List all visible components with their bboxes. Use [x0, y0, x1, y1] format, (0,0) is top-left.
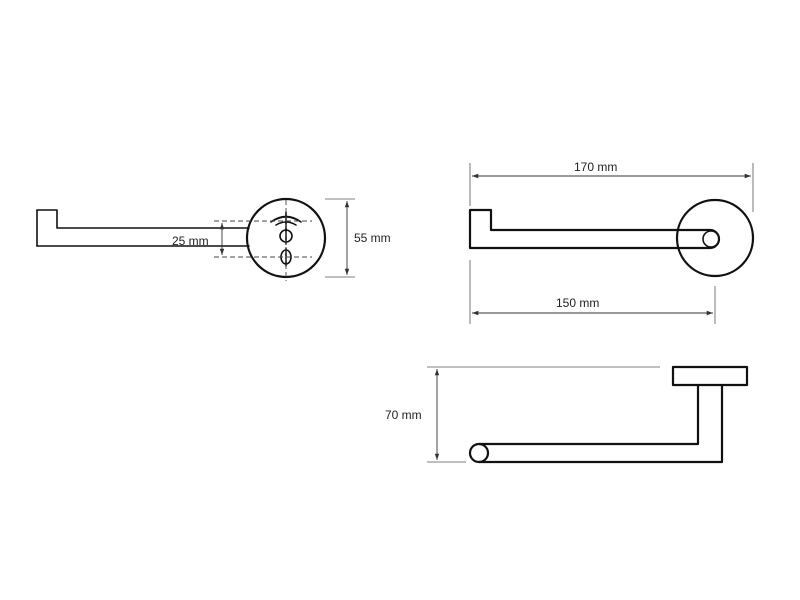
top-view: 170 mm 150 mm	[468, 160, 755, 324]
dim-170-label: 170 mm	[574, 160, 617, 174]
dim-70-label: 70 mm	[385, 408, 422, 422]
front-view-arm	[479, 385, 724, 464]
front-view-wall-plate	[671, 365, 749, 387]
top-view-wall-plate	[675, 198, 755, 278]
front-view: 70 mm	[385, 365, 749, 464]
dim-150-label: 150 mm	[556, 296, 599, 310]
top-view-arm-end	[702, 230, 720, 248]
side-view-arm	[36, 209, 250, 247]
top-view-arm	[468, 208, 721, 250]
side-view: 25 mm 55 mm	[36, 197, 391, 281]
dim-55-label: 55 mm	[354, 231, 391, 245]
front-view-arm-end	[468, 442, 490, 464]
dim-25-label: 25 mm	[172, 234, 209, 248]
